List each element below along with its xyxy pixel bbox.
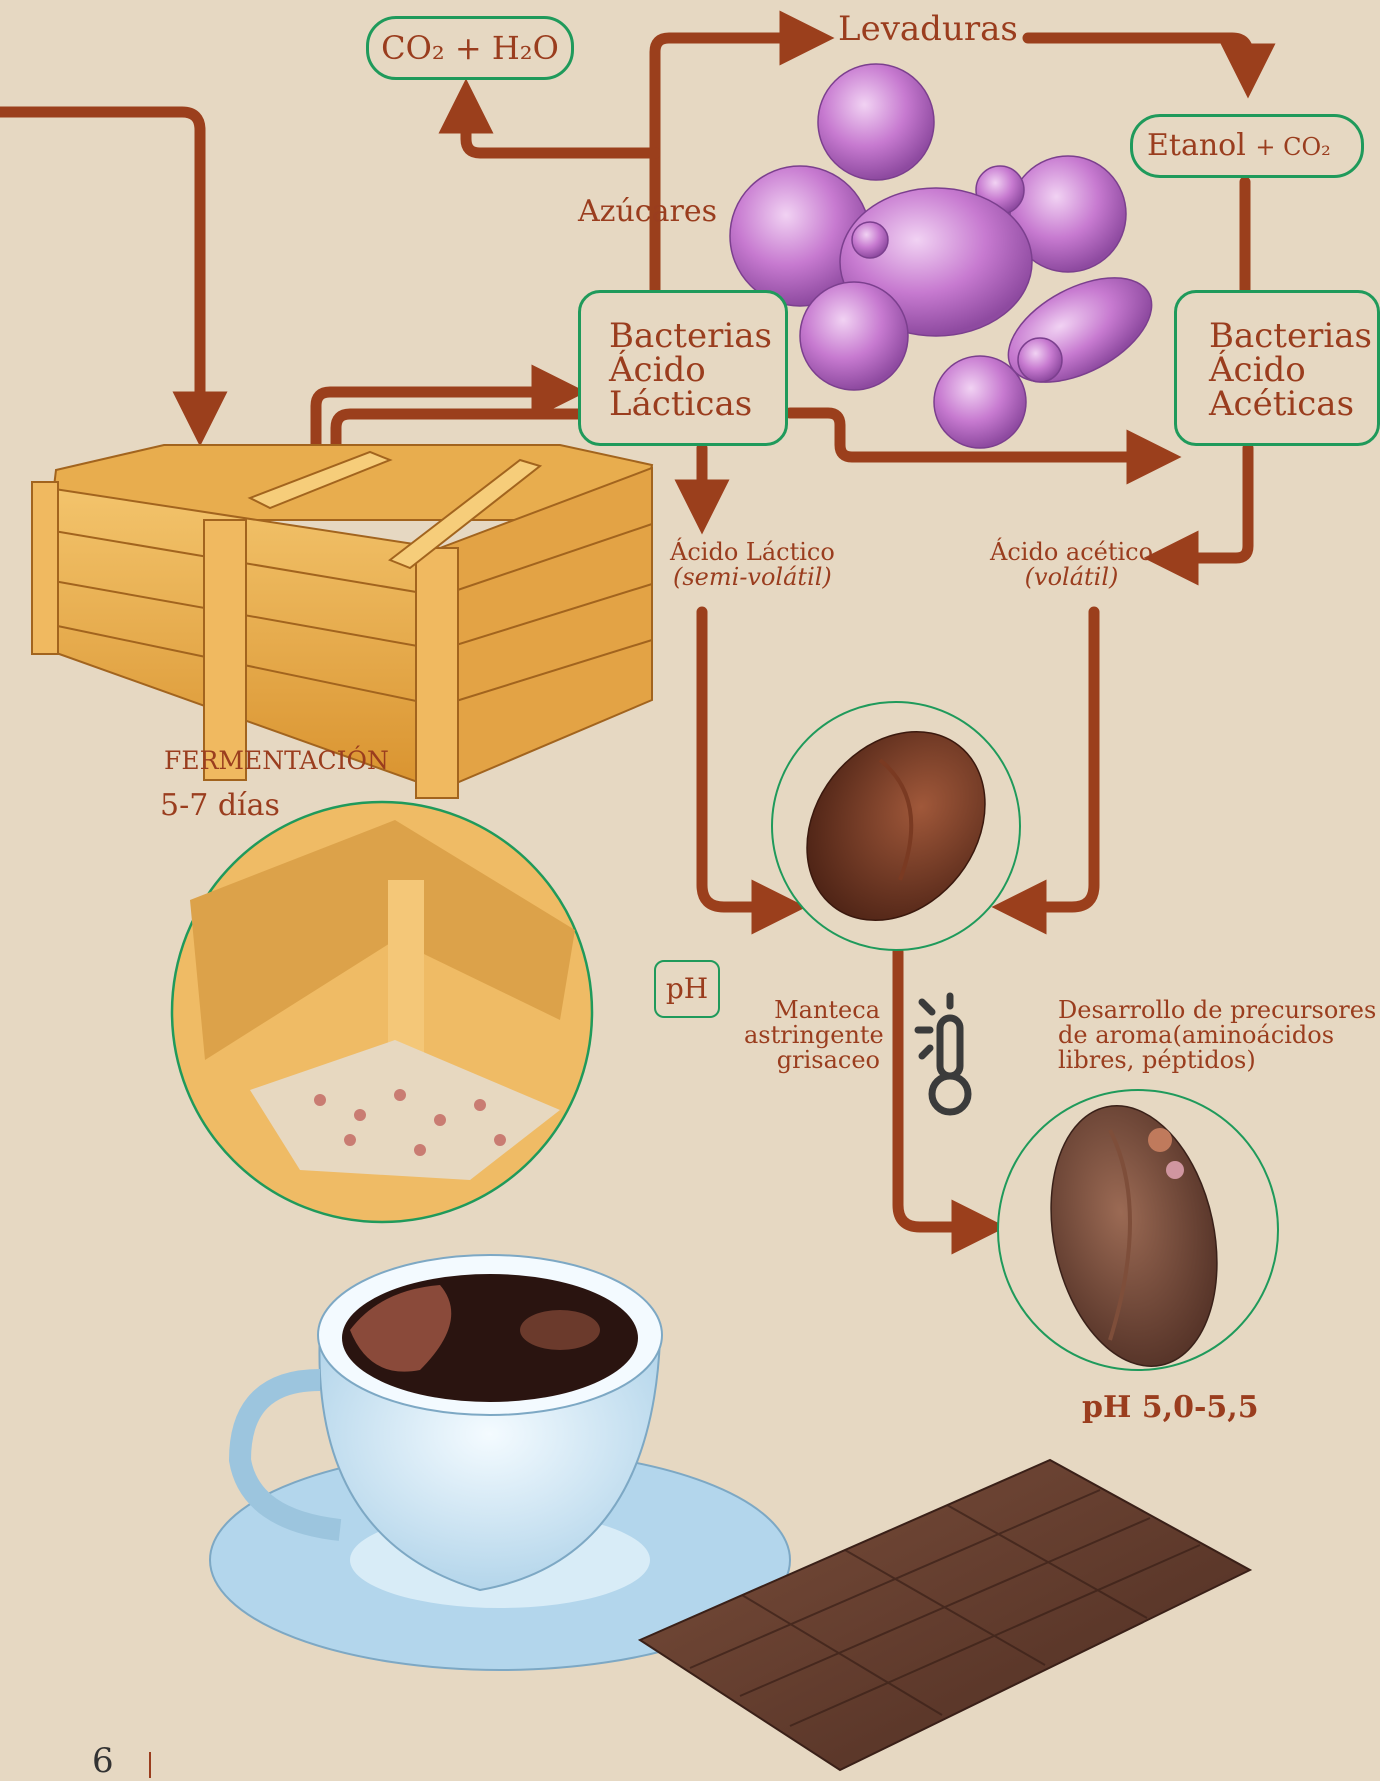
arrow-to-co2-h2o: [466, 95, 655, 153]
arrow-aceticas-to-acido-acetico: [1160, 448, 1248, 558]
bacterias-aceticas-line-3: Acéticas: [1209, 387, 1377, 421]
desarrollo-block: Desarrollo de precursores de aroma(amino…: [1058, 998, 1376, 1074]
co2-h2o-label: CO₂ + H₂O: [381, 29, 559, 67]
arrow-into-box: [0, 112, 200, 430]
fermented-bean-illustration: [770, 696, 1022, 955]
arrow-levaduras-to-etanol: [1028, 38, 1248, 82]
desarrollo-line-3: libres, péptidos): [1058, 1048, 1376, 1073]
manteca-line-3: grisaceo: [744, 1048, 880, 1073]
coffee-cup-illustration: [210, 1255, 790, 1670]
etanol-co2-label: + CO₂: [1255, 133, 1330, 161]
azucares-label: Azúcares: [578, 196, 717, 228]
etanol-box: Etanol + CO₂: [1130, 114, 1364, 178]
manteca-line-1: Manteca: [744, 998, 880, 1023]
bacterias-lacticas-box: Bacterias Ácido Lácticas: [578, 290, 788, 446]
etanol-label: Etanol: [1147, 128, 1246, 163]
bacterias-aceticas-line-2: Ácido: [1209, 353, 1377, 387]
bacterias-aceticas-line-1: Bacterias: [1209, 319, 1377, 353]
levaduras-label: Levaduras: [838, 12, 1018, 48]
bacterias-lacticas-line-2: Ácido: [609, 353, 785, 387]
manteca-block: Manteca astringente grisaceo: [744, 998, 880, 1074]
yeast-illustration: [730, 64, 1169, 448]
ph-label: pH: [666, 972, 708, 1005]
acido-acetico-block: Ácido acético (volátil): [990, 540, 1153, 590]
box-interior-zoom: [172, 802, 592, 1222]
acido-lactico-block: Ácido Láctico (semi-volátil): [670, 540, 835, 590]
ph-range-label: pH 5,0-5,5: [1082, 1392, 1259, 1424]
acido-lactico-label: Ácido Láctico: [670, 540, 835, 565]
desarrollo-line-1: Desarrollo de precursores: [1058, 998, 1376, 1023]
bacterias-lacticas-line-1: Bacterias: [609, 319, 785, 353]
fermentacion-label: FERMENTACIÓN: [164, 748, 389, 774]
acido-acetico-label: Ácido acético: [990, 540, 1153, 565]
page-number: 6: [92, 1744, 114, 1780]
arrow-acetico-to-bean: [1008, 612, 1094, 907]
thermometer-icon: [918, 996, 968, 1112]
manteca-line-2: astringente: [744, 1023, 880, 1048]
ph-box: pH: [654, 960, 720, 1018]
bacterias-lacticas-line-3: Lácticas: [609, 387, 785, 421]
desarrollo-line-2: de aroma(aminoácidos: [1058, 1023, 1376, 1048]
dias-label: 5-7 días: [160, 790, 280, 822]
arrow-bean-to-roasted: [898, 952, 990, 1227]
bacterias-aceticas-box: Bacterias Ácido Acéticas: [1174, 290, 1380, 446]
acido-lactico-note: (semi-volátil): [670, 565, 835, 590]
co2-h2o-box: CO₂ + H₂O: [366, 16, 574, 80]
acido-acetico-note: (volátil): [990, 565, 1153, 590]
roasted-bean-illustration: [998, 1090, 1278, 1382]
